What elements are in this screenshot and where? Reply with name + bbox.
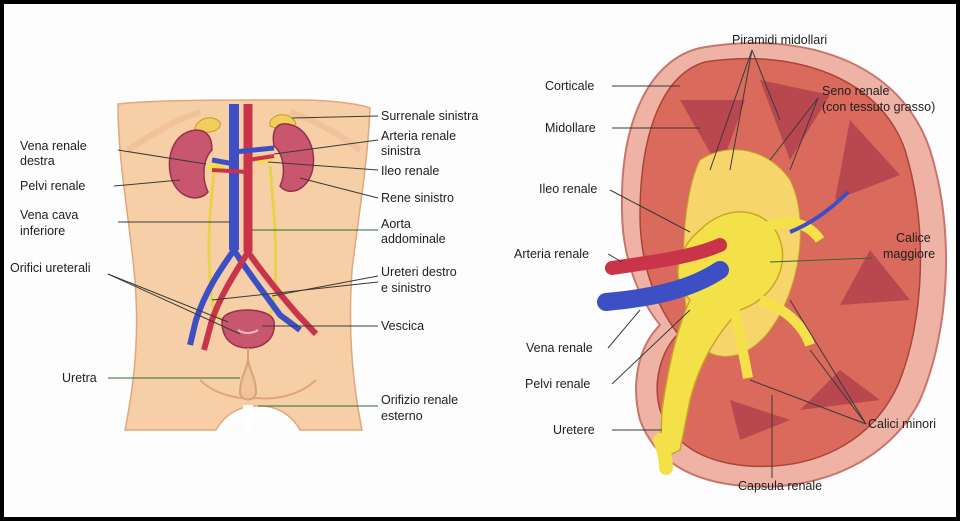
label-corticale: Corticale (545, 79, 594, 93)
label-aorta-line2: addominale (381, 232, 446, 246)
label-calici-minori: Calici minori (868, 417, 936, 431)
label-pelvi-renale-right: Pelvi renale (525, 377, 590, 391)
label-vena-cava-line1: Vena cava (20, 208, 78, 222)
label-uretere: Uretere (553, 423, 595, 437)
label-ileo-renale-left: Ileo renale (381, 164, 439, 178)
ureter (660, 440, 666, 468)
label-aorta-line1: Aorta (381, 217, 411, 231)
label-ureteri-line2: e sinistro (381, 281, 431, 295)
label-orifizio-line1: Orifizio renale (381, 393, 458, 407)
label-seno-renale-line2: (con tessuto grasso) (822, 100, 935, 114)
label-ureteri-line1: Ureteri destro (381, 265, 457, 279)
label-orifici-ureterali: Orifici ureterali (10, 261, 91, 275)
label-capsula-renale: Capsula renale (738, 479, 822, 493)
label-vena-renale-destra-line2: destra (20, 154, 55, 168)
label-calice-maggiore-line1: Calice (896, 231, 931, 245)
label-vescica: Vescica (381, 319, 424, 333)
label-pelvi-renale-left: Pelvi renale (20, 179, 85, 193)
label-orifizio-line2: esterno (381, 409, 423, 423)
label-seno-renale-line1: Seno renale (822, 84, 889, 98)
label-piramidi-midollari: Piramidi midollari (732, 33, 827, 47)
label-vena-cava-line2: inferiore (20, 224, 65, 238)
label-ileo-renale-right: Ileo renale (539, 182, 597, 196)
label-arteria-renale-sinistra-line1: Arteria renale (381, 129, 456, 143)
label-arteria-renale-sinistra-line2: sinistra (381, 144, 421, 158)
label-calice-maggiore-line2: maggiore (883, 247, 935, 261)
label-uretra: Uretra (62, 371, 97, 385)
label-surrenale-sinistra: Surrenale sinistra (381, 109, 478, 123)
torso-illustration (118, 100, 370, 430)
label-vena-renale-destra-line1: Vena renale (20, 139, 87, 153)
label-rene-sinistro: Rene sinistro (381, 191, 454, 205)
label-midollare: Midollare (545, 121, 596, 135)
label-vena-renale: Vena renale (526, 341, 593, 355)
label-arteria-renale: Arteria renale (514, 247, 589, 261)
